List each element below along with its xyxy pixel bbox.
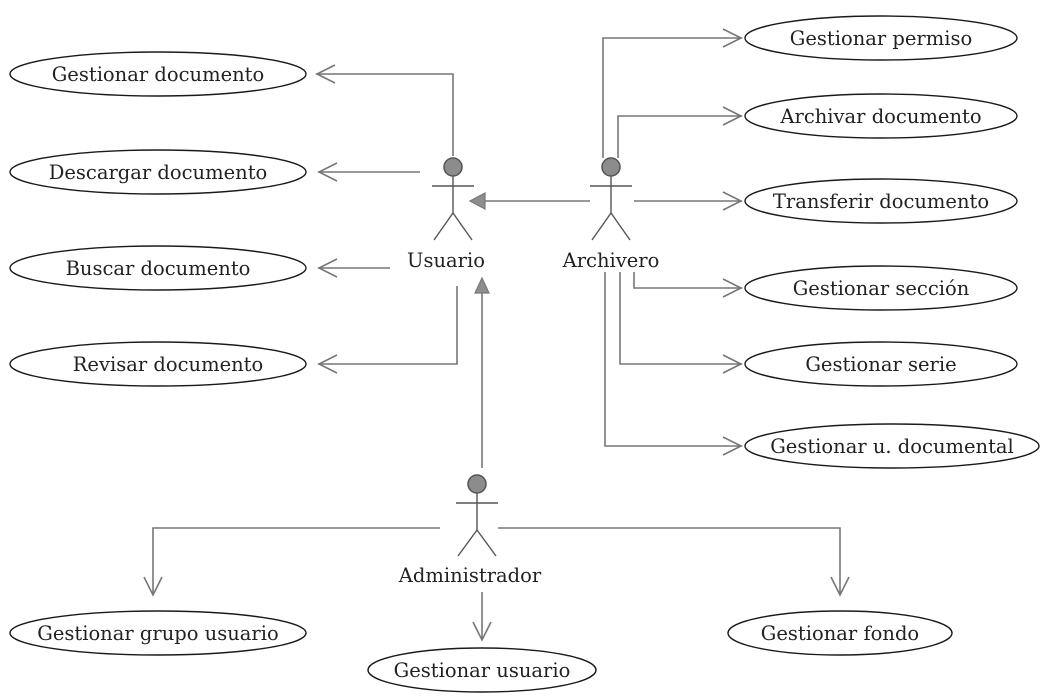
generalization-triangle [474,276,490,294]
use-case-label: Descargar documento [49,161,268,184]
actor-head-icon [467,474,487,494]
generalization-triangle [468,192,486,210]
actor-administrador[interactable]: Administrador [398,474,542,587]
actor-label-administrador: Administrador [398,564,542,587]
use-case-label: Gestionar grupo usuario [37,622,278,645]
use-case-label: Gestionar sección [793,277,970,300]
actor-head-icon [601,157,621,177]
connectors [143,28,850,642]
arrowhead [472,621,492,642]
arrowhead [317,354,338,374]
use-case-gestionar-documento[interactable]: Gestionar documento [9,51,307,97]
archivero-to-gestionar-u-documental [604,272,742,447]
administrador-to-gestionar-grupo-usuario [152,527,440,595]
arrowhead [722,28,743,48]
archivero-to-gestionar-serie [619,272,742,365]
use-case-gestionar-grupo-usuario[interactable]: Gestionar grupo usuario [9,610,307,656]
archivero-to-gestionar-seccion [633,272,742,289]
use-case-transferir-documento[interactable]: Transferir documento [744,178,1018,224]
archivero-to-gestionar-permiso [602,37,742,158]
arrowhead [722,354,743,374]
use-case-descargar-documento[interactable]: Descargar documento [9,149,307,195]
actor-usuario[interactable]: Usuario [407,157,485,272]
arrowhead [722,278,743,298]
arrowhead [317,258,338,278]
arrowhead [143,576,163,597]
use-case-label: Gestionar fondo [761,622,919,645]
usuario-to-gestionar-documento [316,73,454,156]
actor-archivero[interactable]: Archivero [562,157,660,272]
use-case-gestionar-usuario[interactable]: Gestionar usuario [367,647,597,693]
usuario-to-revisar-documento [318,286,458,365]
use-case-gestionar-permiso[interactable]: Gestionar permiso [744,15,1018,61]
use-case-archivar-documento[interactable]: Archivar documento [744,93,1018,139]
arrowhead [317,162,338,182]
arrowhead [722,191,743,211]
administrador-to-gestionar-fondo [498,527,841,595]
use-case-label: Gestionar u. documental [770,435,1014,458]
use-case-label: Transferir documento [773,190,989,213]
actor-label-archivero: Archivero [562,249,660,272]
use-case-gestionar-seccion[interactable]: Gestionar sección [744,265,1018,311]
use-case-label: Gestionar permiso [790,27,972,50]
use-case-label: Buscar documento [66,257,251,280]
use-case-gestionar-u-documental[interactable]: Gestionar u. documental [744,423,1040,469]
actor-head-icon [443,157,463,177]
use-case-gestionar-serie[interactable]: Gestionar serie [744,341,1018,387]
arrowhead [722,106,743,126]
use-case-label: Archivar documento [779,105,981,128]
use-case-label: Revisar documento [73,353,264,376]
use-case-revisar-documento[interactable]: Revisar documento [9,341,307,387]
use-case-label: Gestionar usuario [394,659,571,682]
archivero-to-archivar-documento [617,115,742,158]
use-case-gestionar-fondo[interactable]: Gestionar fondo [727,610,953,656]
use-case-buscar-documento[interactable]: Buscar documento [9,245,307,291]
arrowhead [722,436,743,456]
actor-label-usuario: Usuario [407,249,485,272]
use-case-label: Gestionar serie [805,353,956,376]
arrowhead [315,64,336,84]
use-case-label: Gestionar documento [52,63,265,86]
arrowhead [830,576,850,597]
